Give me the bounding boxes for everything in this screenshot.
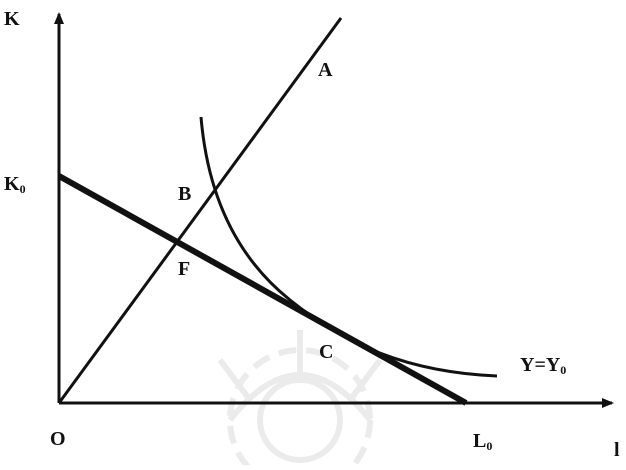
isoquant-label: Y=Y0 — [520, 354, 566, 377]
origin-label: O — [50, 428, 66, 450]
expansion-ray-OA — [57, 17, 343, 404]
point-A-label: A — [318, 59, 333, 81]
point-F-label: F — [178, 258, 190, 280]
y-axis-label: K — [4, 8, 20, 30]
watermark-emblem — [217, 330, 383, 470]
capital-intercept-label: K0 — [4, 173, 26, 196]
labor-intercept-label: L0 — [473, 430, 492, 453]
point-B-label: B — [178, 183, 191, 205]
isocost-line — [57, 173, 468, 406]
x-axis-label: l — [614, 439, 620, 461]
point-C-label: C — [319, 341, 333, 363]
isoquant-curve — [199, 116, 498, 378]
